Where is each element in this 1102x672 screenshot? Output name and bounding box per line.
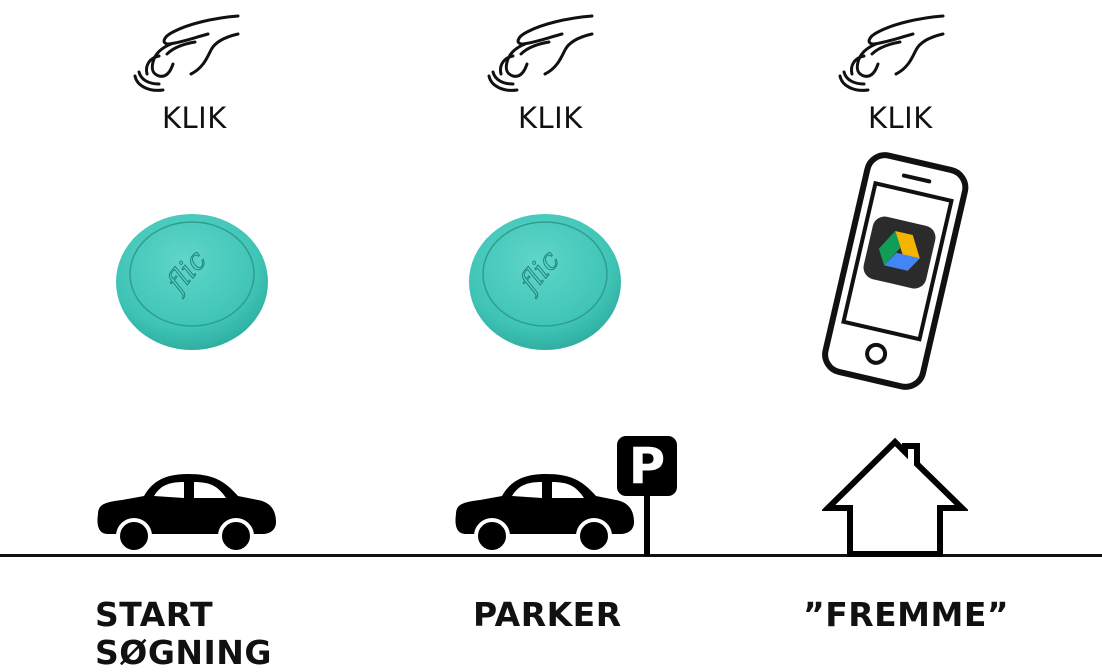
flic-button-icon: flic xyxy=(112,204,272,354)
smartphone-icon xyxy=(800,152,990,392)
hand-press-icon xyxy=(133,12,243,94)
car-icon xyxy=(92,468,278,558)
caption-line: SØGNING xyxy=(95,634,272,672)
car-icon xyxy=(450,468,636,558)
step-caption-arrived: ”FREMME” xyxy=(803,596,1009,634)
flic-button-icon: flic xyxy=(465,204,625,354)
klik-label: KLIK xyxy=(162,104,227,133)
klik-label: KLIK xyxy=(518,104,583,133)
caption-line: PARKER xyxy=(473,596,622,634)
caption-line: ”FREMME” xyxy=(803,596,1009,634)
klik-label: KLIK xyxy=(868,104,933,133)
parking-sign-letter: P xyxy=(617,436,677,496)
house-icon xyxy=(822,436,968,558)
step-caption-start: START SØGNING xyxy=(95,596,272,672)
hand-press-icon xyxy=(487,12,597,94)
hand-press-icon xyxy=(838,12,948,94)
step-caption-park: PARKER xyxy=(473,596,622,634)
parking-sign-icon: P xyxy=(617,436,677,556)
caption-line: START xyxy=(95,596,272,634)
